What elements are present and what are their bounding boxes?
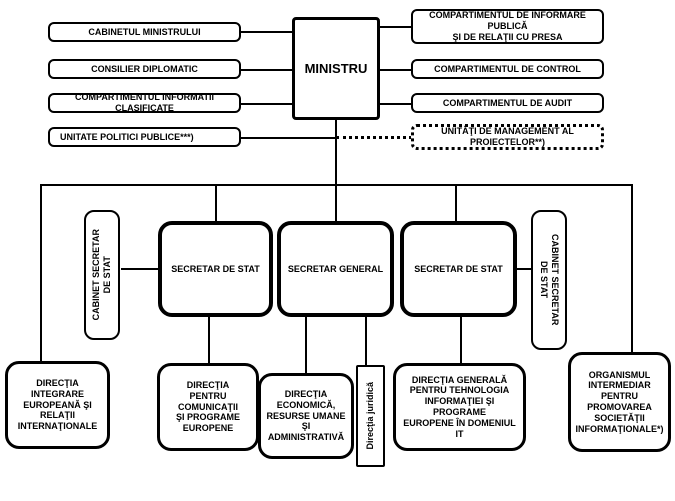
line-minister-trunk [335, 118, 337, 185]
unit-diplomatic-counsel: CONSILIER DIPLOMATIC [48, 59, 241, 79]
cabinet-label: CABINET SECRETAR DE STAT [539, 234, 560, 326]
direction-european-integration: DIRECŢIA INTEGRARE EUROPEANĂ ŞI RELAŢII … [5, 361, 110, 449]
line-cabinet-left [121, 268, 158, 270]
line-minister-left-h2 [241, 69, 293, 71]
unit-label: UNITATE POLITICI PUBLICE***) [60, 131, 194, 142]
direction-label: DIRECŢIA PENTRU COMUNICAŢII ŞI PROGRAME … [175, 380, 240, 434]
direction-it: DIRECŢIA GENERALĂ PENTRU TEHNOLOGIA INFO… [393, 363, 526, 451]
line-drop-secretary-general [335, 184, 337, 222]
line-sec-left-to-comm [208, 316, 210, 364]
line-minister-right-h1 [378, 26, 411, 28]
line-minister-right-h2 [378, 69, 411, 71]
secretary-label: SECRETAR GENERAL [287, 263, 384, 274]
unit-label: UNITĂŢI DE MANAGEMENT AL PROIECTELOR**) [441, 126, 574, 147]
unit-control: COMPARTIMENTUL DE CONTROL [411, 59, 604, 79]
line-drop-intermediary [631, 184, 633, 352]
unit-label: COMPARTIMENTUL DE CONTROL [434, 63, 581, 74]
direction-economic: DIRECŢIA ECONOMICĂ, RESURSE UMANE ŞI ADM… [258, 373, 354, 459]
intermediary-body: ORGANISMUL INTERMEDIAR PENTRU PROMOVAREA… [568, 352, 671, 452]
line-minister-right-h3 [378, 103, 411, 105]
direction-label: ORGANISMUL INTERMEDIAR PENTRU PROMOVAREA… [575, 369, 664, 434]
cabinet-label: CABINET SECRETAR DE STAT [91, 229, 112, 321]
secretary-label: SECRETAR DE STAT [171, 263, 260, 274]
cabinet-secretary-left: CABINET SECRETAR DE STAT [84, 210, 120, 340]
secretary-of-state-left: SECRETAR DE STAT [158, 221, 273, 317]
line-drop-european [40, 184, 42, 362]
unit-classified-info: COMPARTIMENTUL INFORMATII CLASIFICATE [48, 92, 241, 113]
line-minister-left-h1 [241, 31, 293, 33]
minister-label: MINISTRU [304, 60, 368, 76]
unit-label: CONSILIER DIPLOMATIC [91, 63, 198, 74]
unit-public-info-press: COMPARTIMENTUL DE INFORMARE PUBLICĂ ŞI D… [411, 9, 604, 44]
secretary-label: SECRETAR DE STAT [414, 263, 503, 274]
cabinet-secretary-right: CABINET SECRETAR DE STAT [531, 210, 567, 350]
direction-communications: DIRECŢIA PENTRU COMUNICAŢII ŞI PROGRAME … [157, 363, 259, 451]
unit-project-management: UNITĂŢI DE MANAGEMENT AL PROIECTELOR**) [411, 124, 604, 150]
unit-label: COMPARTIMENTUL DE INFORMARE PUBLICĂ ŞI D… [429, 10, 586, 42]
line-sec-right-to-it [460, 316, 462, 364]
direction-label: DIRECŢIA ECONOMICĂ, RESURSE UMANE ŞI ADM… [266, 389, 346, 443]
line-drop-secretary-right [455, 184, 457, 222]
direction-label: Direcţia juridică [365, 382, 376, 450]
line-minister-pmu-dotted [336, 136, 412, 139]
line-sg-to-juridica [365, 316, 367, 366]
line-minister-left-h4 [241, 137, 336, 139]
unit-label: CABINETUL MINISTRULUI [88, 26, 201, 37]
unit-audit: COMPARTIMENTUL DE AUDIT [411, 93, 604, 113]
line-drop-secretary-left [215, 184, 217, 222]
direction-juridica: Direcţia juridică [356, 365, 385, 467]
line-minister-left-h3 [241, 103, 293, 105]
unit-cabinet-minister: CABINETUL MINISTRULUI [48, 22, 241, 42]
secretary-of-state-right: SECRETAR DE STAT [400, 221, 517, 317]
secretary-general: SECRETAR GENERAL [277, 221, 394, 317]
direction-label: DIRECŢIA INTEGRARE EUROPEANĂ ŞI RELAŢII … [17, 378, 98, 432]
unit-label: COMPARTIMENTUL INFORMATII CLASIFICATE [75, 92, 214, 113]
unit-label: COMPARTIMENTUL DE AUDIT [442, 97, 573, 108]
direction-label: DIRECŢIA GENERALĂ PENTRU TEHNOLOGIA INFO… [403, 374, 516, 439]
minister-box: MINISTRU [292, 17, 380, 120]
unit-public-policy: UNITATE POLITICI PUBLICE***) [48, 127, 241, 147]
line-sg-to-economic [305, 316, 307, 374]
line-cabinet-right [517, 268, 532, 270]
